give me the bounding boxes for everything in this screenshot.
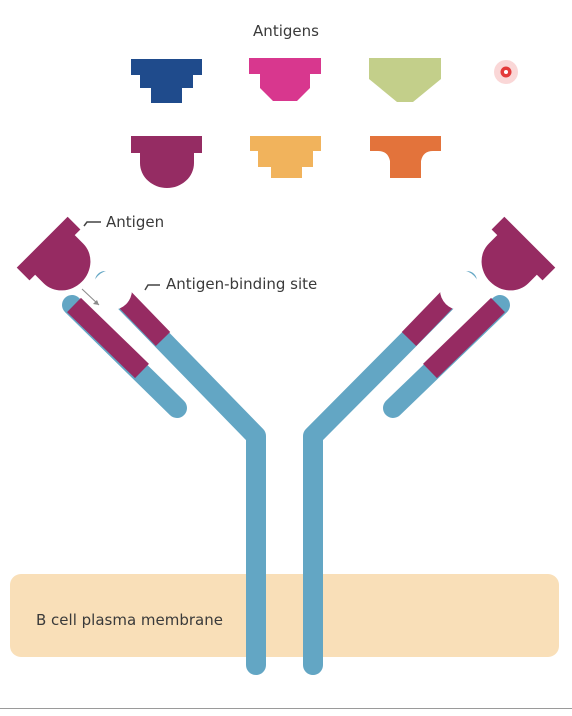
antigen-yellow: [250, 136, 321, 178]
antigen-magenta-shape: [249, 58, 321, 101]
antigen-orange-shape: [370, 136, 441, 178]
antigen-green: [369, 58, 441, 102]
right-binding-site: [440, 270, 480, 310]
antigen-yellow-shape: [250, 136, 321, 178]
pointer-dot-center: [504, 70, 508, 74]
antigen-plum-shape: [131, 136, 202, 188]
left-binding-site: [92, 270, 132, 310]
antigen-orange: [370, 136, 441, 178]
antigen-green-shape: [369, 58, 441, 102]
right-light-variable-region: [423, 297, 505, 379]
antigen-magenta: [249, 58, 321, 101]
left-bound-antigen-shape: [16, 216, 91, 291]
left-light-variable-region: [67, 297, 149, 379]
antigen-label: Antigen: [106, 213, 164, 231]
right-bound-antigen: [481, 216, 556, 291]
pointer-dot: [494, 60, 518, 84]
antigen-navy-shape: [131, 59, 202, 103]
antigens-title: Antigens: [253, 22, 319, 40]
antigen-plum: [131, 136, 202, 188]
antibody-variable-regions: [67, 274, 505, 379]
binding-site-arrowhead: [93, 300, 99, 305]
bottom-divider: [0, 708, 572, 709]
antigen-navy: [131, 59, 202, 103]
binding-site-label: Antigen-binding site: [166, 275, 317, 293]
b-cell-plasma-membrane: [10, 574, 559, 657]
left-bound-antigen: [16, 216, 91, 291]
binding-site-callout-line: [144, 284, 160, 291]
membrane-label: B cell plasma membrane: [36, 611, 223, 629]
right-bound-antigen-shape: [481, 216, 556, 291]
antigen-callout-line: [83, 221, 101, 227]
